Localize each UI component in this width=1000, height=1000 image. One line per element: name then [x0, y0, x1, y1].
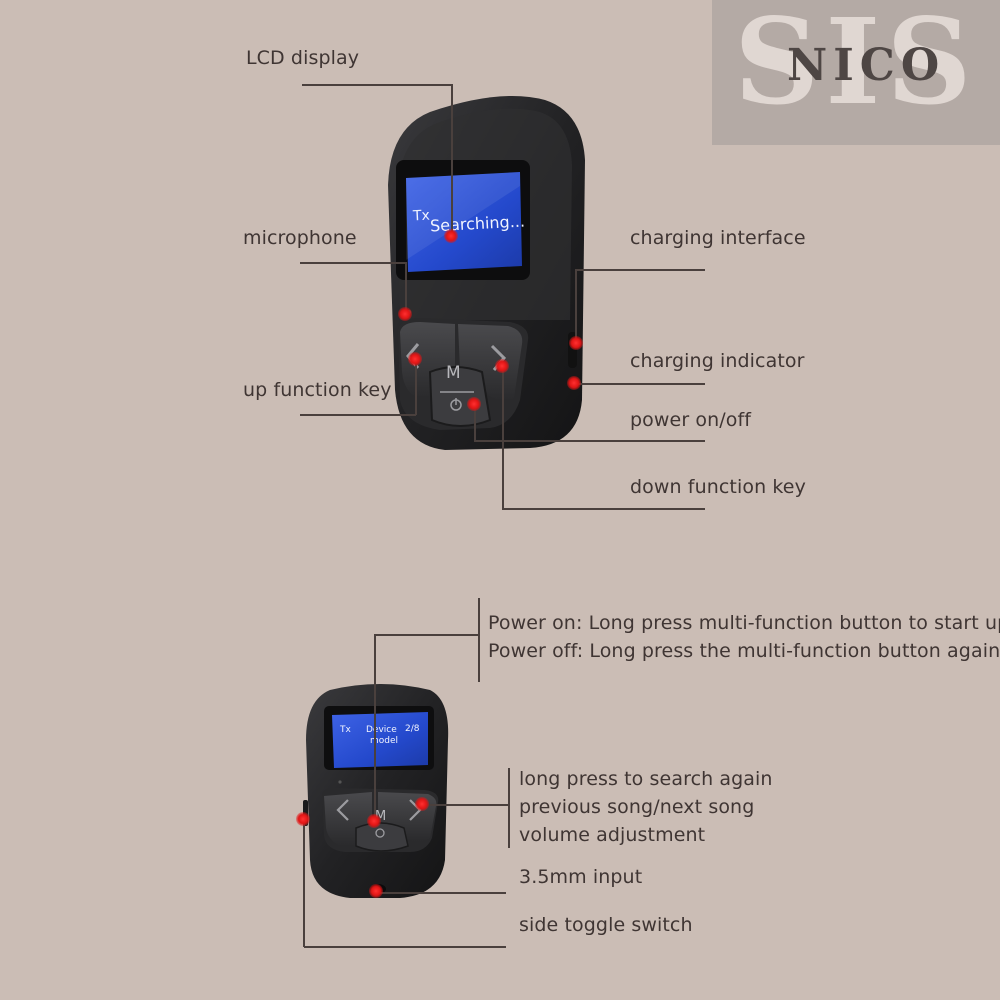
leader-charging-indicator [575, 383, 705, 385]
leader-charging-interface [575, 269, 705, 271]
device-bottom-screen-model: model [370, 736, 399, 746]
watermark-big-text: SIS [734, 0, 978, 131]
label-prev-next-song: previous song/next song [519, 796, 755, 818]
watermark-small-text: NICO [787, 40, 946, 91]
label-power-off-desc: Power off: Long press the multi-function… [488, 640, 1000, 662]
marker-arrow-keys [415, 797, 429, 811]
marker-multi-function [367, 814, 381, 828]
leader-lcd [302, 84, 452, 86]
leader-multi-function [374, 634, 478, 636]
device-bottom-screen-count: 2/8 [405, 724, 420, 734]
leader-arrow-keys [422, 804, 508, 806]
label-down-function-key: down function key [630, 476, 806, 498]
marker-charging-interface [569, 336, 583, 350]
leader-down-key [502, 508, 705, 510]
marker-power [467, 397, 481, 411]
label-search-again: long press to search again [519, 768, 773, 790]
label-up-function-key: up function key [243, 379, 392, 401]
label-35mm-input: 3.5mm input [519, 866, 643, 888]
marker-side-toggle [296, 812, 310, 826]
label-lcd-display: LCD display [246, 47, 360, 69]
device-top-key-m: M [446, 363, 461, 383]
label-side-toggle-switch: side toggle switch [519, 914, 693, 936]
marker-up-key [408, 352, 422, 366]
label-volume-adjustment: volume adjustment [519, 824, 706, 846]
leader-microphone [300, 262, 406, 264]
power-icon [375, 828, 385, 838]
device-top-lcd [406, 172, 522, 272]
leader-power-vertical [474, 404, 476, 441]
leader-microphone-vertical [405, 262, 407, 314]
down-function-key [458, 324, 523, 401]
leader-up-key [300, 414, 416, 416]
marker-down-key [495, 359, 509, 373]
watermark-logo: SIS NICO [712, 0, 1000, 145]
chevron-left-icon [336, 799, 349, 821]
leader-lcd-vertical [451, 84, 453, 236]
leader-multi-function-vertical [374, 634, 376, 820]
marker-lcd [444, 229, 458, 243]
leader-side-toggle [304, 946, 506, 948]
device-bottom-screen-device: Device [366, 725, 397, 735]
marker-audio-input [369, 884, 383, 898]
label-power-onoff: power on/off [630, 409, 752, 431]
leader-down-key-vertical [502, 366, 504, 509]
bracket-arrow-keys [508, 768, 510, 848]
leader-side-toggle-vertical [303, 816, 305, 947]
marker-microphone [398, 307, 412, 321]
device-bottom-lcd [332, 712, 428, 768]
device-bottom-key-m: M [375, 809, 387, 824]
label-charging-interface: charging interface [630, 227, 806, 249]
marker-charging-indicator [567, 376, 581, 390]
leader-power [474, 440, 705, 442]
label-microphone: microphone [243, 227, 357, 249]
leader-charging-interface-vertical [575, 269, 577, 344]
label-charging-indicator: charging indicator [630, 350, 805, 372]
bracket-power-desc [478, 598, 480, 682]
device-bottom-screen-tx: Tx [340, 725, 351, 735]
leader-up-key-vertical [415, 358, 417, 415]
leader-audio-input [376, 892, 506, 894]
label-power-on-desc: Power on: Long press multi-function butt… [488, 612, 1000, 634]
